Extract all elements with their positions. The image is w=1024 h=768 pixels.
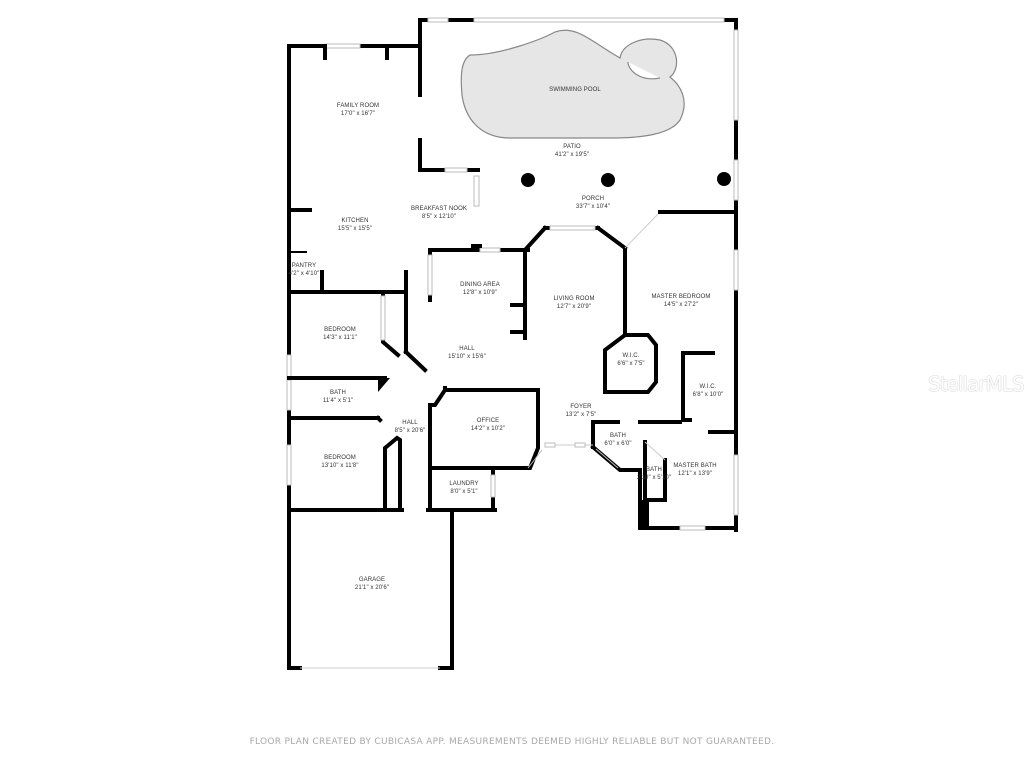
exterior-walls [286,43,739,670]
stellarmls-watermark: StellarMLS [928,372,1024,396]
disclaimer-footer: FLOOR PLAN CREATED BY CUBICASA APP. MEAS… [249,737,775,747]
room-label-swimming-pool: SWIMMING POOL [549,87,601,93]
room-label-wic-1: W.I.C.6'6" x 7'5" [617,353,645,367]
porch-column [717,172,731,186]
swimming-pool-shape [460,29,685,139]
porch-column [521,173,535,187]
porch-column [601,173,615,187]
room-label-wic-2: W.I.C.6'8" x 10'0" [692,384,724,398]
patio-enclosure [418,17,739,212]
